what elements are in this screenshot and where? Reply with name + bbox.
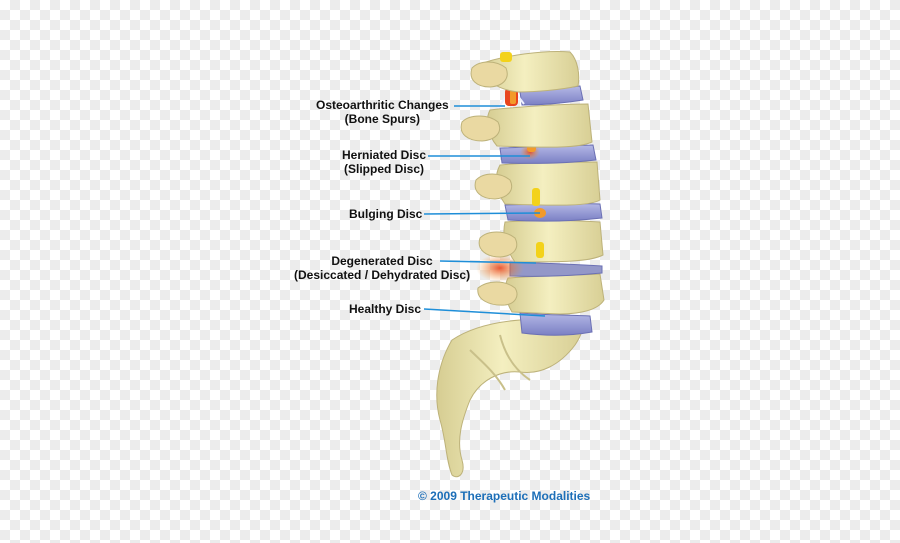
vertebra-l2	[486, 103, 593, 148]
bulging-disc-shape	[504, 203, 603, 222]
healthy-leader-line	[423, 308, 546, 317]
vertebra-l4	[503, 220, 604, 263]
degenerated-disc-shape	[509, 261, 603, 277]
healthy-disc-shape	[519, 312, 593, 336]
degenerated-label-line2: (Desiccated / Dehydrated Disc)	[294, 268, 471, 282]
degenerated-label: Degenerated Disc (Desiccated / Dehydrate…	[294, 254, 470, 282]
healthy-label: Healthy Disc	[349, 302, 421, 316]
copyright-notice: © 2009 Therapeutic Modalities	[418, 489, 591, 503]
bulging-leader-line	[423, 212, 541, 215]
degenerated-label-line1: Degenerated Disc	[331, 254, 433, 268]
osteoarthritic-label: Osteoarthritic Changes (Bone Spurs)	[316, 98, 449, 126]
bulging-label-line1: Bulging Disc	[349, 207, 423, 221]
healthy-label-line1: Healthy Disc	[349, 302, 422, 316]
osteoarthritic-label-line2: (Bone Spurs)	[344, 112, 421, 126]
osteoarthritic-label-line1: Osteoarthritic Changes	[316, 98, 449, 112]
herniated-disc-shape	[499, 144, 597, 164]
herniated-label-line1: Herniated Disc	[342, 148, 427, 162]
vertebra-l5	[504, 273, 605, 315]
bulging-label: Bulging Disc	[349, 207, 422, 221]
sacrum-coccyx	[436, 317, 583, 478]
degenerated-leader-line	[439, 260, 537, 264]
herniated-label-line2: (Slipped Disc)	[344, 162, 425, 176]
herniated-label: Herniated Disc (Slipped Disc)	[342, 148, 426, 176]
